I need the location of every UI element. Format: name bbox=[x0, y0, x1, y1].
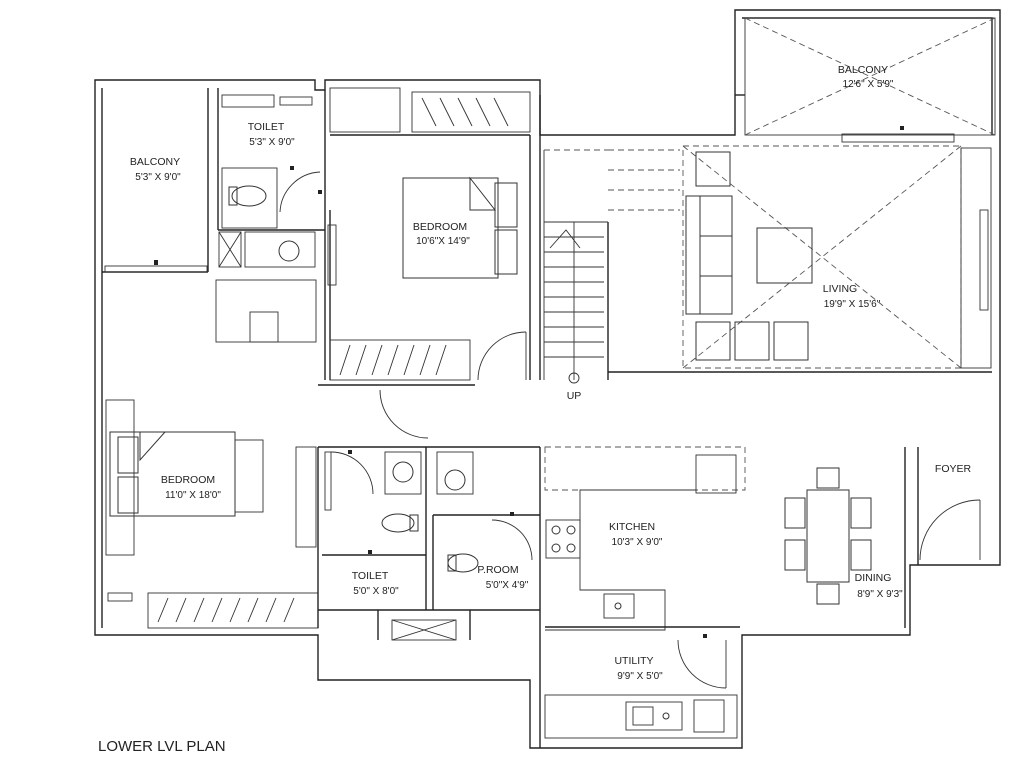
kitchen-size: 10'3" X 9'0" bbox=[612, 537, 663, 548]
powder-room-name: P.ROOM bbox=[477, 564, 518, 576]
foyer-name: FOYER bbox=[935, 463, 972, 475]
toilet-top-size: 5'3" X 9'0" bbox=[249, 137, 295, 148]
kitchen bbox=[544, 446, 906, 631]
utility-name: UTILITY bbox=[614, 655, 653, 667]
balcony-top-name: BALCONY bbox=[838, 64, 888, 76]
room-labels: BALCONY 12'6" X 5'9" BALCONY 5'3" X 9'0"… bbox=[98, 64, 972, 755]
bedroom-top-name: BEDROOM bbox=[413, 221, 467, 233]
bedroom-left-size: 11'0" X 18'0" bbox=[165, 490, 221, 501]
stair-up-label: UP bbox=[567, 390, 582, 402]
toilet-bottom bbox=[317, 446, 541, 748]
plan-title: LOWER LVL PLAN bbox=[98, 738, 226, 755]
balcony-top-size: 12'6" X 5'9" bbox=[843, 79, 894, 90]
powder-room-size: 5'0"X 4'9" bbox=[486, 580, 529, 591]
bedroom-left-name: BEDROOM bbox=[161, 474, 215, 486]
utility-size: 9'9" X 5'0" bbox=[617, 671, 663, 682]
dining-size: 8'9" X 9'3" bbox=[857, 589, 903, 600]
left-top-block bbox=[102, 88, 326, 380]
outer-walls bbox=[94, 9, 1001, 749]
living-room bbox=[608, 145, 992, 373]
utility bbox=[544, 634, 738, 739]
living-name: LIVING bbox=[823, 283, 857, 295]
living-size: 19'9" X 15'6" bbox=[824, 299, 881, 310]
kitchen-name: KITCHEN bbox=[609, 521, 655, 533]
toilet-bottom-size: 5'0" X 8'0" bbox=[353, 586, 399, 597]
dining bbox=[784, 467, 872, 605]
toilet-bottom-name: TOILET bbox=[352, 570, 389, 582]
foyer bbox=[917, 447, 981, 565]
bedroom-top bbox=[318, 87, 531, 386]
balcony-left-size: 5'3" X 9'0" bbox=[135, 172, 181, 183]
toilet-top-name: TOILET bbox=[248, 121, 285, 133]
bedroom-top-size: 10'6"X 14'9" bbox=[416, 236, 470, 247]
balcony-left-name: BALCONY bbox=[130, 156, 180, 168]
staircase bbox=[539, 140, 680, 384]
dining-name: DINING bbox=[855, 572, 892, 584]
balcony-top bbox=[744, 17, 996, 143]
